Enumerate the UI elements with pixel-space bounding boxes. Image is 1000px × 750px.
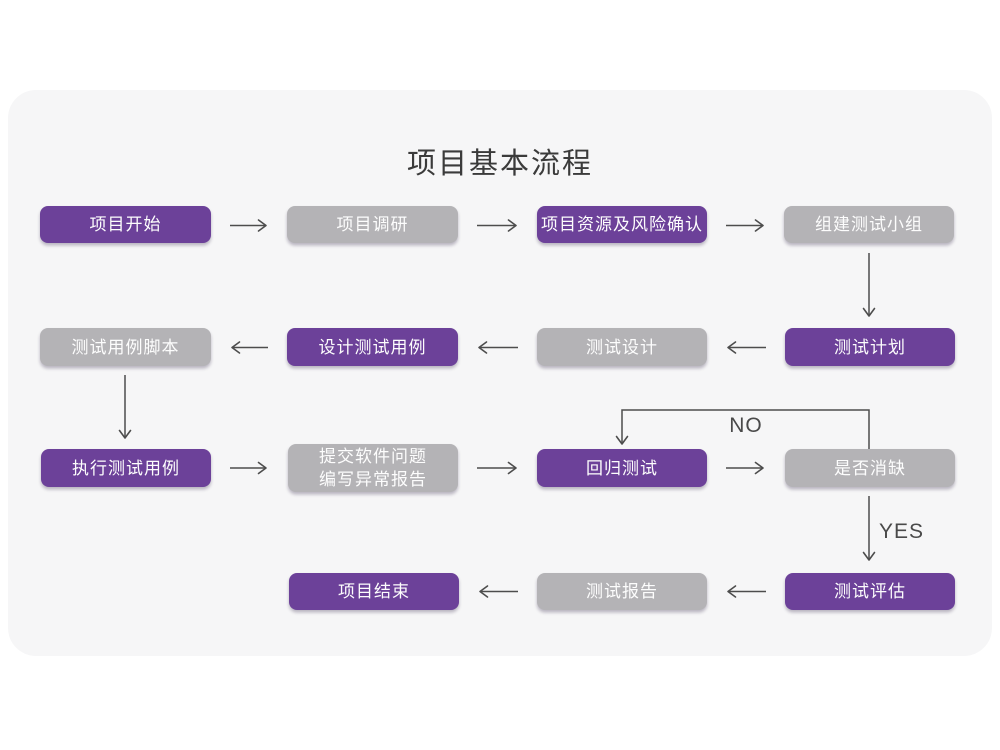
node-defect-resolved: 是否消缺: [785, 449, 955, 487]
node-resources-risk: 项目资源及风险确认: [537, 206, 707, 243]
node-design-test-cases: 设计测试用例: [287, 328, 458, 366]
node-build-test-team: 组建测试小组: [784, 206, 954, 243]
node-test-evaluation: 测试评估: [785, 573, 955, 610]
node-submit-issues-report: 提交软件问题 编写异常报告: [288, 444, 458, 492]
node-project-start: 项目开始: [40, 206, 211, 243]
flowchart-card: [8, 90, 992, 656]
diagram-title: 项目基本流程: [406, 148, 593, 180]
node-test-case-script: 测试用例脚本: [40, 328, 211, 366]
node-test-design: 测试设计: [537, 328, 707, 366]
edge-label-no: NO: [729, 414, 763, 437]
edge-label-yes: YES: [879, 520, 925, 543]
node-test-report: 测试报告: [537, 573, 707, 610]
node-test-plan: 测试计划: [785, 328, 955, 366]
node-project-research: 项目调研: [287, 206, 458, 243]
node-execute-test-cases: 执行测试用例: [41, 449, 211, 487]
node-regression-test: 回归测试: [537, 449, 707, 487]
node-project-end: 项目结束: [289, 573, 459, 610]
